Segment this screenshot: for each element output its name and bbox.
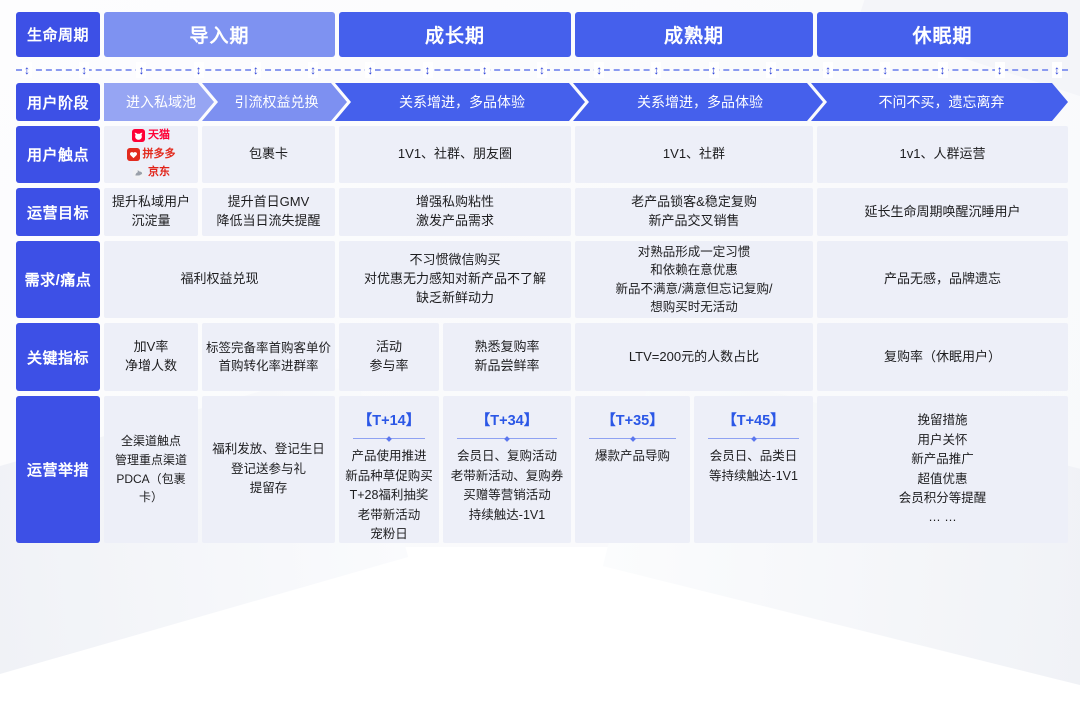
stage-chevron-forgotten: 不问不买，遗忘离弃 xyxy=(811,83,1068,121)
updown-arrow-icon: ↕ xyxy=(651,62,662,78)
kpi-maturity-cell: LTV=200元的人数占比 xyxy=(575,323,813,391)
stage-chevron-benefit-redeem: 引流权益兑换 xyxy=(202,83,347,121)
row-label-touchpoint: 用户触点 xyxy=(16,126,100,183)
action-intro-2-body: 福利发放、登记生日 登记送参与礼 提留存 xyxy=(212,442,325,496)
kpi-growth-1-cell: 活动 参与率 xyxy=(339,323,439,391)
touchpoint-platforms-cell: 天猫 拼多多 京东 xyxy=(104,126,198,183)
jd-label: 京东 xyxy=(148,166,170,179)
updown-arrow-icon: ↕ xyxy=(880,62,891,78)
row-label-goal: 运营目标 xyxy=(16,188,100,236)
action-t35-title: 【T+35】 xyxy=(601,413,664,429)
updown-arrow-icon: ↕ xyxy=(136,62,147,78)
touchpoint-dormant-cell: 1v1、人群运营 xyxy=(817,126,1068,183)
row-label-stage: 用户阶段 xyxy=(16,83,100,121)
action-t45-card: 【T+45】 会员日、品类日 等持续触达-1V1 xyxy=(694,396,813,543)
period-header-maturity: 成熟期 xyxy=(575,12,813,57)
updown-arrow-icon: ↕ xyxy=(536,62,547,78)
kpi-intro-2-cell: 标签完备率首购客单价 首购转化率进群率 xyxy=(202,323,335,391)
title-underline xyxy=(589,438,676,440)
kpi-intro-1-cell: 加V率 净增人数 xyxy=(104,323,198,391)
pain-maturity-cell: 对熟品形成一定习惯 和依赖在意优惠 新品不满意/满意但忘记复购/ 想购买时无活动 xyxy=(575,241,813,318)
period-header-growth: 成长期 xyxy=(339,12,571,57)
stage-chevron-row: 进入私域池 引流权益兑换 关系增进，多品体验 关系增进，多品体验 不问不买，遗忘… xyxy=(104,83,1068,121)
action-intro-1-card: 全渠道触点 管理重点渠道 PDCA（包裹卡） xyxy=(104,396,198,543)
tmall-brand: 天猫 xyxy=(132,128,170,144)
updown-arrow-icon: ↕ xyxy=(708,62,719,78)
updown-arrow-icon: ↕ xyxy=(994,62,1005,78)
action-t34-card: 【T+34】 会员日、复购活动 老带新活动、复购券 买赠等营销活动 持续触达-1… xyxy=(443,396,571,543)
action-t35-card: 【T+35】 爆款产品导购 xyxy=(575,396,690,543)
action-dormant-body: 挽留措施 用户关怀 新产品推广 超值优惠 会员积分等提醒 … … xyxy=(898,413,987,525)
action-t14-body: 产品使用推进 新品种草促购买 T+28福利抽奖 老带新活动 宠粉日 xyxy=(345,449,433,541)
kpi-growth-2-cell: 熟悉复购率 新品尝鲜率 xyxy=(443,323,571,391)
updown-arrow-icon: ↕ xyxy=(479,62,490,78)
period-header-intro: 导入期 xyxy=(104,12,335,57)
stage-chevron-private-pool: 进入私域池 xyxy=(104,83,214,121)
updown-arrow-icon: ↕ xyxy=(193,62,204,78)
goal-growth-cell: 增强私购粘性 激发产品需求 xyxy=(339,188,571,236)
pinduoduo-brand: 拼多多 xyxy=(126,147,176,163)
action-t45-title: 【T+45】 xyxy=(722,413,785,429)
pain-intro-cell: 福利权益兑现 xyxy=(104,241,335,318)
updown-arrow-icon: ↕ xyxy=(308,62,319,78)
action-t34-title: 【T+34】 xyxy=(475,413,539,429)
updown-arrow-icon: ↕ xyxy=(594,62,605,78)
action-t14-card: 【T+14】 产品使用推进 新品种草促购买 T+28福利抽奖 老带新活动 宠粉日 xyxy=(339,396,439,543)
pain-dormant-cell: 产品无感，品牌遗忘 xyxy=(817,241,1068,318)
updown-arrow-icon: ↕ xyxy=(250,62,261,78)
jd-brand: 京东 xyxy=(132,165,170,181)
updown-arrow-icon: ↕ xyxy=(765,62,776,78)
row-label-kpi: 关键指标 xyxy=(16,323,100,391)
row-label-action: 运营举措 xyxy=(16,396,100,543)
touchpoint-maturity-cell: 1V1、社群 xyxy=(575,126,813,183)
touchpoint-growth-cell: 1V1、社群、朋友圈 xyxy=(339,126,571,183)
kpi-dormant-cell: 复购率（休眠用户） xyxy=(817,323,1068,391)
updown-arrow-icon: ↕ xyxy=(422,62,433,78)
action-t34-body: 会员日、复购活动 老带新活动、复购券 买赠等营销活动 持续触达-1V1 xyxy=(450,449,564,522)
touchpoint-package-card-cell: 包裹卡 xyxy=(202,126,335,183)
row-label-pain: 需求/痛点 xyxy=(16,241,100,318)
tmall-label: 天猫 xyxy=(148,128,170,141)
pinduoduo-label: 拼多多 xyxy=(142,147,176,160)
title-underline xyxy=(708,438,799,440)
stage-chevron-relation-maturity: 关系增进，多品体验 xyxy=(573,83,823,121)
updown-arrow-icon: ↕ xyxy=(365,62,376,78)
lifecycle-operations-diagram: 生命周期 导入期 成长期 成熟期 休眠期 ↕↕↕↕↕↕↕↕↕↕↕↕↕↕↕↕↕↕↕… xyxy=(0,0,1080,547)
lifecycle-matrix: 生命周期 导入期 成长期 成熟期 休眠期 ↕↕↕↕↕↕↕↕↕↕↕↕↕↕↕↕↕↕↕… xyxy=(16,12,1068,543)
action-intro-1-body: 全渠道触点 管理重点渠道 PDCA（包裹卡） xyxy=(114,434,187,505)
updown-arrow-icon: ↕ xyxy=(79,62,90,78)
updown-arrow-icon: ↕ xyxy=(1051,62,1062,78)
pinduoduo-icon xyxy=(126,148,140,161)
updown-arrow-icon: ↕ xyxy=(823,62,834,78)
goal-intro-2-cell: 提升首日GMV 降低当日流失提醒 xyxy=(202,188,335,236)
updown-arrow-icon: ↕ xyxy=(937,62,948,78)
action-t45-body: 会员日、品类日 等持续触达-1V1 xyxy=(709,449,798,483)
action-t35-body: 爆款产品导购 xyxy=(594,449,670,464)
timeline: ↕ ↕ ↕ ↕ ↕ ↕ ↕ ↕ ↕ ↕ ↕ ↕ ↕ ↕ ↕ ↕ ↕ ↕ ↕ xyxy=(16,62,1068,78)
goal-maturity-cell: 老产品锁客&稳定复购 新产品交叉销售 xyxy=(575,188,813,236)
stage-chevron-relation-growth: 关系增进，多品体验 xyxy=(335,83,585,121)
period-header-dormant: 休眠期 xyxy=(817,12,1068,57)
action-t14-title: 【T+14】 xyxy=(357,413,421,429)
updown-arrow-icon: ↕ xyxy=(22,62,32,78)
row-label-lifecycle: 生命周期 xyxy=(16,12,100,57)
goal-intro-1-cell: 提升私域用户 沉淀量 xyxy=(104,188,198,236)
title-underline xyxy=(457,438,557,440)
action-intro-2-card: 福利发放、登记生日 登记送参与礼 提留存 xyxy=(202,396,335,543)
jd-icon xyxy=(132,167,145,180)
action-dormant-card: 挽留措施 用户关怀 新产品推广 超值优惠 会员积分等提醒 … … xyxy=(817,396,1068,543)
title-underline xyxy=(353,438,425,440)
pain-growth-cell: 不习惯微信购买 对优惠无力感知对新产品不了解 缺乏新鲜动力 xyxy=(339,241,571,318)
goal-dormant-cell: 延长生命周期唤醒沉睡用户 xyxy=(817,188,1068,236)
tmall-icon xyxy=(132,129,145,143)
